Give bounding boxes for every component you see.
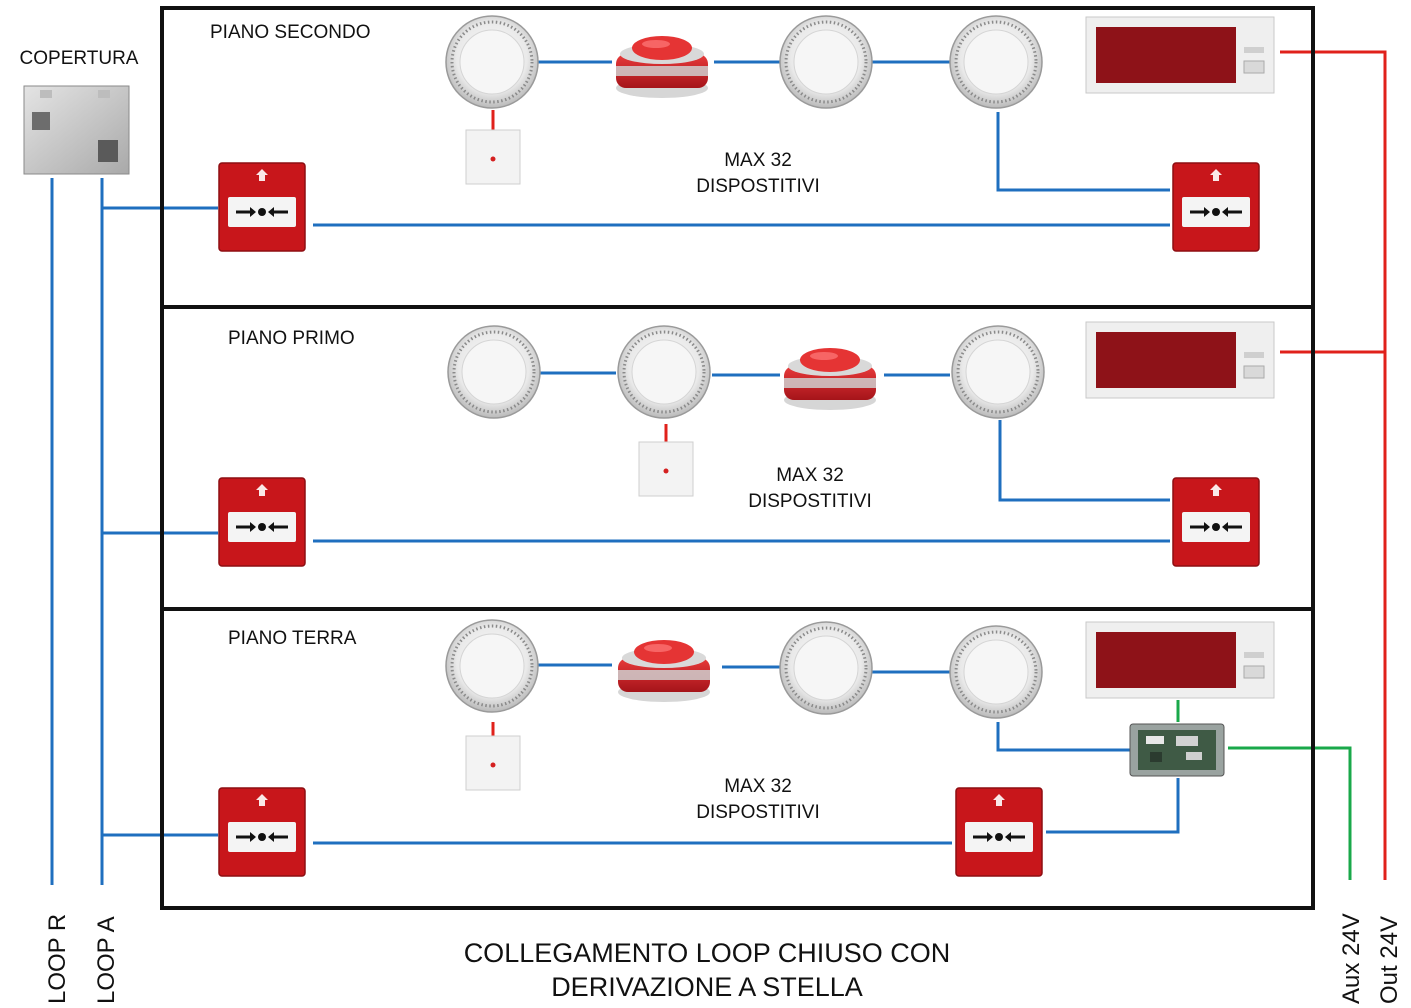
siren-icon bbox=[784, 348, 876, 410]
io-module-icon bbox=[465, 129, 521, 185]
loop-a-label: LOOP A bbox=[93, 916, 120, 1004]
floor-ground-max-line2: DISPOSTITIVI bbox=[696, 802, 820, 823]
floor-first-max-line1: MAX 32 bbox=[776, 465, 844, 486]
floor-ground-label: PIANO TERRA bbox=[228, 628, 357, 649]
smoke-detector-icon bbox=[444, 14, 540, 110]
repeater-panel-icon bbox=[1085, 16, 1275, 94]
siren-icon bbox=[616, 36, 708, 98]
roof-control-unit bbox=[23, 85, 130, 175]
roof-label: COPERTURA bbox=[20, 48, 139, 69]
smoke-detector-icon bbox=[616, 324, 712, 420]
io-module-icon bbox=[638, 441, 694, 497]
smoke-detector-icon bbox=[950, 324, 1046, 420]
floor-second-label: PIANO SECONDO bbox=[210, 22, 370, 43]
power-interface-module-icon bbox=[1129, 723, 1225, 777]
manual-call-point-icon bbox=[217, 786, 307, 878]
smoke-detector-icon bbox=[948, 14, 1044, 110]
smoke-detector-icon bbox=[948, 624, 1044, 720]
manual-call-point-icon bbox=[1171, 161, 1261, 253]
caption-line2: DERIVAZIONE A STELLA bbox=[551, 972, 863, 1002]
io-module-icon bbox=[465, 735, 521, 791]
smoke-detector-icon bbox=[778, 620, 874, 716]
repeater-panel-icon bbox=[1085, 321, 1275, 399]
smoke-detector-icon bbox=[778, 14, 874, 110]
manual-call-point-icon bbox=[954, 786, 1044, 878]
smoke-detector-icon bbox=[446, 324, 542, 420]
loop-r-label: LOOP R bbox=[44, 914, 71, 1004]
siren-icon bbox=[618, 640, 710, 702]
manual-call-point-icon bbox=[1171, 476, 1261, 568]
floor-first-max-line2: DISPOSTITIVI bbox=[748, 491, 872, 512]
smoke-detector-icon bbox=[444, 618, 540, 714]
repeater-panel-icon bbox=[1085, 621, 1275, 699]
caption-line1: COLLEGAMENTO LOOP CHIUSO CON bbox=[464, 938, 951, 968]
manual-call-point-icon bbox=[217, 476, 307, 568]
loop-wiring bbox=[50, 60, 1180, 885]
building-frame bbox=[160, 6, 1315, 910]
manual-call-point-icon bbox=[217, 161, 307, 253]
out-24v-label: Out 24V bbox=[1376, 916, 1403, 1004]
floor-second-max-line1: MAX 32 bbox=[724, 150, 792, 171]
floor-second-max-line2: DISPOSTITIVI bbox=[696, 176, 820, 197]
floor-first-label: PIANO PRIMO bbox=[228, 328, 355, 349]
aux-24v-label: Aux 24V bbox=[1338, 913, 1365, 1004]
floor-ground-max-line1: MAX 32 bbox=[724, 776, 792, 797]
